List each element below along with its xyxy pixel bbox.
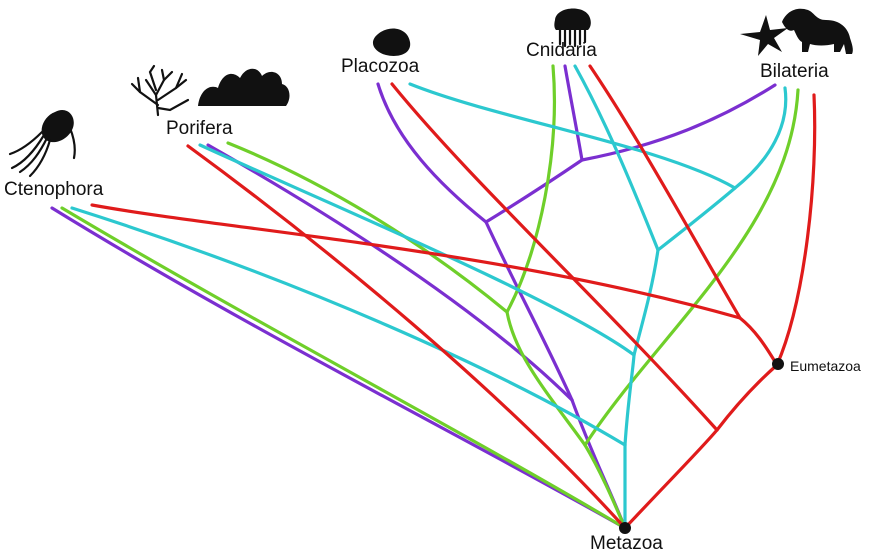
red-branch bbox=[186, 144, 627, 530]
red-branch bbox=[390, 82, 719, 432]
red-branch bbox=[623, 428, 719, 530]
metazoa-node bbox=[619, 522, 631, 534]
purple-branch bbox=[563, 64, 584, 162]
red-branch bbox=[775, 93, 817, 367]
red-branch bbox=[738, 316, 779, 367]
red-branch bbox=[588, 64, 742, 320]
jellyfish-icon bbox=[554, 8, 591, 48]
red-branch bbox=[90, 203, 742, 320]
taxon-label-bilateria: Bilateria bbox=[760, 61, 829, 82]
purple-branch bbox=[376, 82, 488, 224]
cyan-branch bbox=[632, 248, 660, 357]
red-tree bbox=[90, 64, 817, 530]
node-label-eumetazoa: Eumetazoa bbox=[790, 358, 861, 374]
purple-tree bbox=[50, 64, 777, 530]
taxon-label-placozoa: Placozoa bbox=[341, 56, 420, 77]
cyan-branch bbox=[656, 186, 737, 252]
comb-jelly-icon bbox=[8, 110, 76, 178]
purple-branch bbox=[580, 83, 777, 162]
dog-icon bbox=[782, 8, 853, 54]
cyan-branch bbox=[623, 353, 636, 447]
cyan-branch bbox=[198, 143, 636, 357]
green-branch bbox=[60, 206, 627, 530]
placozoan-icon bbox=[372, 28, 411, 56]
green-tree bbox=[60, 64, 800, 530]
green-branch bbox=[583, 443, 627, 530]
purple-branch bbox=[484, 158, 584, 224]
starfish-icon bbox=[740, 15, 788, 56]
taxon-label-ctenophora: Ctenophora bbox=[4, 179, 104, 200]
cyan-tree bbox=[70, 64, 788, 530]
purple-branch bbox=[484, 220, 574, 402]
eumetazoa-node bbox=[772, 358, 784, 370]
cyan-branch bbox=[573, 64, 660, 252]
sponge-icon bbox=[130, 64, 290, 117]
cyan-branch bbox=[733, 86, 788, 190]
node-label-metazoa: Metazoa bbox=[590, 533, 663, 554]
cyan-branch bbox=[70, 206, 627, 447]
green-branch bbox=[505, 310, 587, 447]
taxon-label-cnidaria: Cnidaria bbox=[526, 40, 597, 61]
red-branch bbox=[715, 363, 779, 432]
taxon-label-porifera: Porifera bbox=[166, 118, 233, 139]
cyan-branch bbox=[408, 82, 737, 190]
green-branch bbox=[505, 64, 556, 314]
purple-branch bbox=[206, 143, 574, 402]
green-branch bbox=[226, 141, 509, 314]
